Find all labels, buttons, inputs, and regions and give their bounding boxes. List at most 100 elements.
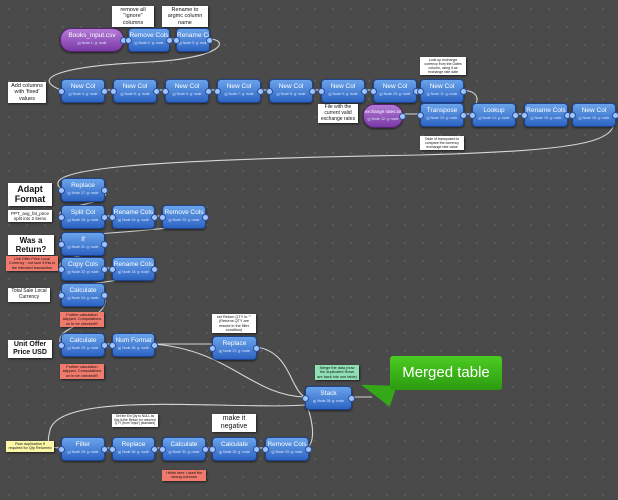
output-port[interactable] <box>101 266 108 273</box>
input-port[interactable] <box>209 345 216 352</box>
input-port[interactable] <box>262 446 269 453</box>
input-port[interactable] <box>159 446 166 453</box>
note-make-negative: make it negative <box>212 414 256 433</box>
input-port[interactable] <box>110 88 117 95</box>
output-port[interactable] <box>153 88 160 95</box>
input-port[interactable] <box>469 112 476 119</box>
input-port[interactable] <box>58 88 65 95</box>
input-port[interactable] <box>58 266 65 273</box>
output-port[interactable] <box>101 446 108 453</box>
output-port[interactable] <box>101 187 108 194</box>
input-port[interactable] <box>58 241 65 248</box>
output-port[interactable] <box>205 88 212 95</box>
output-port[interactable] <box>101 241 108 248</box>
input-port[interactable] <box>569 112 576 119</box>
input-port[interactable] <box>417 112 424 119</box>
output-port[interactable] <box>253 345 260 352</box>
input-port[interactable] <box>109 214 116 221</box>
note-wrong-columns: I think here I used the wrong columns <box>162 470 206 481</box>
input-port[interactable] <box>58 292 65 299</box>
output-port[interactable] <box>101 88 108 95</box>
output-port[interactable] <box>612 112 618 119</box>
input-port[interactable] <box>162 88 169 95</box>
output-port[interactable] <box>399 113 406 120</box>
input-port[interactable] <box>58 342 65 349</box>
output-port[interactable] <box>305 446 312 453</box>
merged-table-callout: Merged table <box>390 356 502 390</box>
output-port[interactable] <box>361 88 368 95</box>
output-port[interactable] <box>101 292 108 299</box>
output-port[interactable] <box>253 446 260 453</box>
output-port[interactable] <box>309 88 316 95</box>
input-port[interactable] <box>109 446 116 453</box>
output-port[interactable] <box>151 342 158 349</box>
input-port[interactable] <box>209 446 216 453</box>
output-port[interactable] <box>348 395 355 402</box>
input-port[interactable] <box>159 214 166 221</box>
output-port[interactable] <box>166 37 173 44</box>
output-port[interactable] <box>101 342 108 349</box>
input-port[interactable] <box>109 342 116 349</box>
input-port[interactable] <box>58 446 65 453</box>
note-exchange-info: Look up exchange currency from the Dates… <box>420 57 466 76</box>
input-port[interactable] <box>318 88 325 95</box>
output-port[interactable] <box>202 446 209 453</box>
input-port[interactable] <box>125 37 132 44</box>
output-port[interactable] <box>206 37 213 44</box>
input-port[interactable] <box>58 214 65 221</box>
input-port[interactable] <box>417 88 424 95</box>
output-port[interactable] <box>151 214 158 221</box>
output-port[interactable] <box>151 446 158 453</box>
output-port[interactable] <box>202 214 209 221</box>
input-port[interactable] <box>302 395 309 402</box>
input-port[interactable] <box>58 187 65 194</box>
input-port[interactable] <box>109 266 116 273</box>
node-sub: g) Node 20: g: node <box>168 218 200 222</box>
input-port[interactable] <box>370 88 377 95</box>
input-port[interactable] <box>521 112 528 119</box>
output-port[interactable] <box>460 112 467 119</box>
input-port[interactable] <box>266 88 273 95</box>
output-port[interactable] <box>512 112 519 119</box>
input-port[interactable] <box>214 88 221 95</box>
output-port[interactable] <box>257 88 264 95</box>
output-port[interactable] <box>101 214 108 221</box>
output-port[interactable] <box>151 266 158 273</box>
node-label: exchange rates.txt <box>364 109 402 114</box>
input-port[interactable] <box>173 37 180 44</box>
output-port[interactable] <box>460 88 467 95</box>
